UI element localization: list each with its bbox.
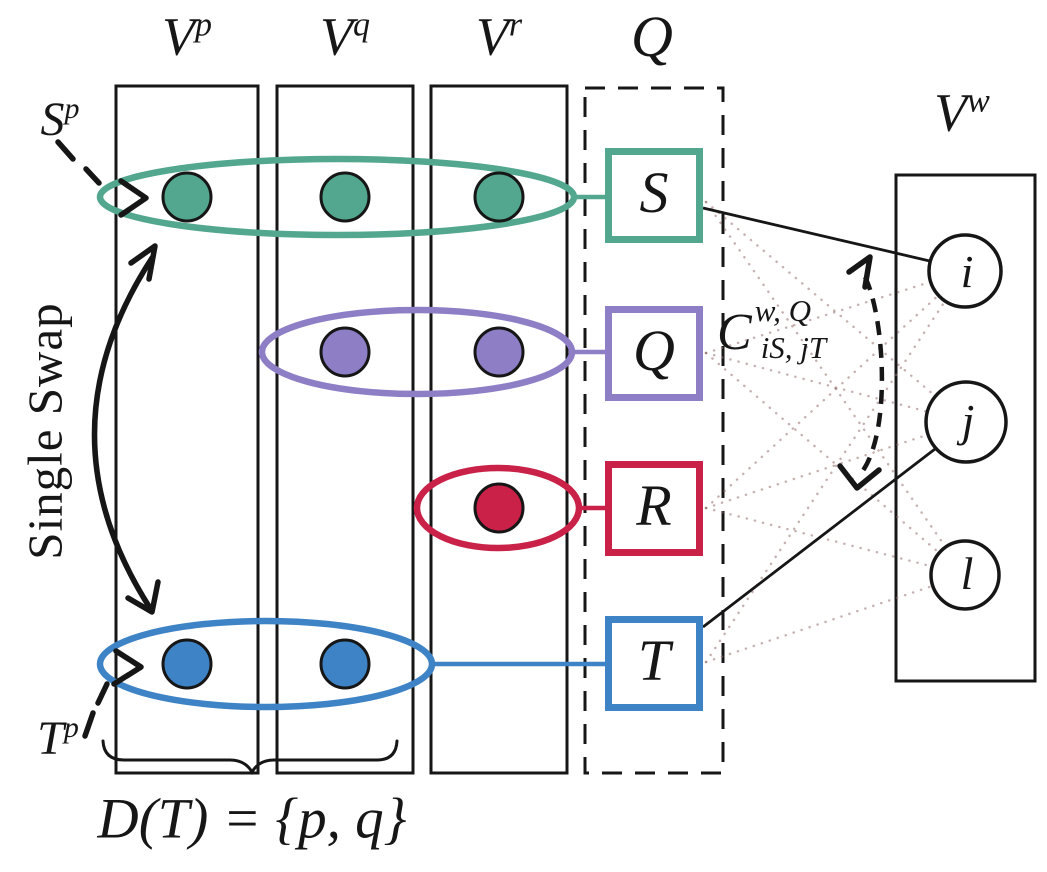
column-label-vp-sup: p [195,6,212,44]
group-ellipse-Q [258,306,576,398]
dot-S-r [473,171,525,223]
domain-equation-label: D(T) = {p, q} [97,787,407,851]
column-label-vq: Vq [320,6,370,67]
node-circle-i [927,233,1003,309]
column-label-vr-base: V [475,6,509,67]
group-ellipse-R [413,464,583,552]
vw-label-base: V [934,82,968,143]
coupling-arrowhead-bottom [837,463,882,491]
column-label-vr-sup: r [508,6,523,44]
node-circle-l [929,539,1001,611]
node-label-i: i [960,246,974,297]
dot-Q-r [473,326,525,378]
column-vp-box [114,84,260,775]
tp-pointer-arrowhead [111,648,144,687]
dot-R-r [473,482,525,534]
partition-dashed-box [583,86,725,775]
sp-label-base: S [40,93,65,146]
dot-S-q [319,171,371,223]
group-square-Q: Q [605,306,703,401]
single-swap-arrowhead-bottom [125,579,161,615]
sp-pointer-arrowhead [118,178,149,218]
group-square-R: R [605,461,703,556]
column-label-vp: Vp [162,6,212,67]
column-label-vq-sup: q [353,6,370,44]
group-ellipse-S [96,155,578,239]
dotted-edge-R-l [704,506,967,577]
dotted-edge-R-i [704,269,967,510]
dot-T-p [161,638,213,690]
dot-Q-q [319,326,371,378]
coupling-label-scripts: w, Q iS, jT [755,295,826,363]
coupling-label: C w, Q iS, jT [717,295,826,363]
single-swap-arrowhead-top [128,243,158,282]
coupling-label-sub: iS, jT [760,330,827,365]
column-label-vp-base: V [162,6,195,67]
group-square-S-label: S [639,159,669,225]
column-label-vr: Vr [475,6,523,67]
dot-T-q [319,638,371,690]
dotted-edge-Q-i [704,269,967,355]
column-vr-box [429,84,569,775]
vw-panel-label: Vw [934,82,990,143]
node-circle-j [924,380,1008,464]
single-swap-arrow [91,255,155,611]
coupling-arrow [860,275,885,474]
column-vq-box [275,84,415,775]
tp-label-sup: p [63,711,79,744]
group-square-Q-label: Q [633,317,675,383]
node-label-l: l [960,548,974,599]
sp-label-sup: p [64,92,80,125]
sp-pointer-label: Sp [41,94,80,144]
group-square-R-label: R [636,472,672,538]
coupling-label-base: C [717,304,752,361]
dotted-edge-T-l [704,573,967,664]
coupling-label-sup: w, Q [754,293,811,328]
dotted-edge-Q-j [704,351,968,424]
dot-S-p [161,171,213,223]
solid-edge-T-j [702,447,936,629]
tp-label-base: T [37,712,64,765]
domain-underbrace [101,739,399,775]
group-square-T-label: T [637,627,671,693]
group-ellipse-T [96,617,436,711]
partition-header-label: Q [631,4,673,69]
tp-pointer-dashes [82,681,110,739]
coupling-arrowhead-top [846,254,873,290]
group-square-T: T [605,616,703,711]
group-square-S: S [605,148,703,243]
solid-edge-S-i [702,206,935,264]
column-label-vq-base: V [320,6,353,67]
node-label-j: j [961,395,975,446]
single-swap-label: Single Swap [17,302,73,560]
dotted-edge-T-i [704,269,967,664]
tp-pointer-label: Tp [37,713,79,763]
vw-label-sup: w [967,82,990,120]
sp-pointer-dashes [55,139,102,186]
vw-panel-box [894,173,1037,683]
